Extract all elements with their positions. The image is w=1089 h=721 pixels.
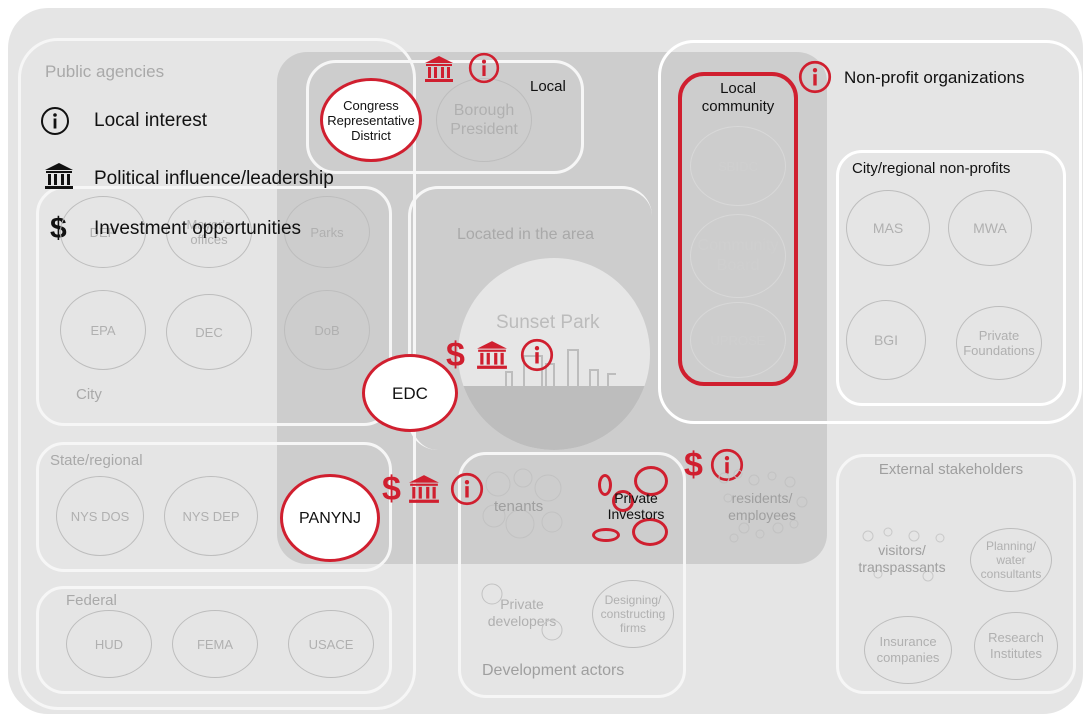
city-label: City bbox=[76, 386, 102, 403]
local-item-sbidc: SBIDC bbox=[690, 126, 786, 206]
city-item-dob: DoB bbox=[284, 290, 370, 370]
investor-oval bbox=[598, 474, 612, 496]
dollar-icon: $ bbox=[446, 336, 465, 374]
visitors-cluster bbox=[862, 527, 945, 582]
city-nonprofits-title: City/regional non-profits bbox=[852, 160, 1011, 177]
state-item-nys-dep: NYS DEP bbox=[164, 476, 258, 556]
sunset-park-circle bbox=[458, 258, 650, 450]
nonprofit-frame bbox=[658, 40, 1082, 424]
city-nonprofit-frame bbox=[836, 150, 1066, 406]
local-item-community-board: Community Board bbox=[690, 214, 786, 298]
nonprofit-item-private-foundations: Private Foundations bbox=[956, 306, 1042, 380]
private-developers: Private developers bbox=[487, 596, 557, 629]
city-item-epa: EPA bbox=[60, 290, 146, 370]
planning-consultants: Planning/ water consultants bbox=[970, 528, 1052, 592]
info-icon bbox=[41, 107, 69, 135]
public-agencies-title: Public agencies bbox=[45, 62, 165, 81]
developers-cluster bbox=[481, 583, 563, 641]
federal-label: Federal bbox=[66, 592, 117, 609]
edc: EDC bbox=[362, 354, 458, 432]
congress-district: Congress Representative District bbox=[320, 78, 422, 162]
local-community-label: Local community bbox=[701, 80, 775, 115]
nonprofit-item-bgi: BGI bbox=[846, 300, 926, 380]
nonprofit-item-mas: MAS bbox=[846, 190, 930, 266]
federal-frame bbox=[36, 586, 392, 694]
located-frame bbox=[408, 186, 652, 450]
investor-oval bbox=[634, 466, 668, 496]
skyline-icon bbox=[486, 349, 616, 389]
development-frame bbox=[458, 452, 686, 698]
nonprofit-title: Non-profit organizations bbox=[844, 68, 1025, 87]
bank-icon bbox=[409, 475, 439, 503]
legend-local-interest: Local interest bbox=[94, 110, 208, 131]
federal-item-hud: HUD bbox=[66, 610, 152, 678]
city-item-mayors-offices: Mayor's offices bbox=[166, 196, 252, 268]
city-frame bbox=[36, 186, 392, 426]
development-label: Development actors bbox=[482, 662, 625, 679]
panynj: PANYNJ bbox=[280, 474, 380, 562]
bank-icon bbox=[477, 341, 507, 369]
local-community-frame bbox=[678, 72, 798, 386]
research-institutes: Research Institutes bbox=[974, 612, 1058, 680]
residents-cluster bbox=[718, 469, 808, 543]
located-in-area-label: Located in the area bbox=[457, 226, 594, 243]
investor-oval bbox=[632, 518, 668, 546]
external-label: External stakeholders bbox=[878, 461, 1024, 478]
state-frame bbox=[36, 442, 392, 572]
info-icon bbox=[798, 60, 832, 94]
private-investors-label: Private Investors bbox=[607, 490, 665, 522]
insurance-companies: Insurance companies bbox=[864, 616, 952, 684]
dollar-icon: $ bbox=[382, 470, 401, 508]
info-icon bbox=[710, 448, 744, 482]
residents-label: residents/ employees bbox=[728, 490, 796, 523]
info-icon bbox=[450, 472, 484, 506]
investor-oval bbox=[592, 528, 620, 542]
info-icon bbox=[468, 52, 500, 84]
tenants-cluster bbox=[482, 468, 563, 539]
borough-president: Borough President bbox=[436, 78, 532, 162]
bank-icon bbox=[425, 56, 453, 82]
federal-item-usace: USACE bbox=[288, 610, 374, 678]
nonprofit-item-mwa: MWA bbox=[948, 190, 1032, 266]
legend-investment: Investment opportunities bbox=[94, 218, 302, 239]
dollar-icon: $ bbox=[684, 446, 703, 484]
bank-icon bbox=[45, 163, 73, 189]
federal-item-fema: FEMA bbox=[172, 610, 258, 678]
local-item-uprose: UPROSE bbox=[690, 302, 786, 378]
visitors-label: visitors/ transpassants bbox=[858, 542, 946, 575]
local-label: Local bbox=[530, 78, 566, 95]
city-item-parks: Parks bbox=[284, 196, 370, 268]
state-label: State/regional bbox=[50, 452, 143, 469]
sunset-park-label: Sunset Park bbox=[496, 312, 600, 333]
legend-political: Political influence/leadership bbox=[94, 168, 334, 189]
city-item-dep: DEP bbox=[60, 196, 146, 268]
tenants-label: tenants bbox=[494, 498, 544, 515]
state-item-nys-dos: NYS DOS bbox=[56, 476, 144, 556]
designing-firms: Designing/ constructing firms bbox=[592, 580, 674, 648]
external-frame bbox=[836, 454, 1076, 694]
info-icon bbox=[520, 338, 554, 372]
city-item-dec: DEC bbox=[166, 294, 252, 370]
investor-oval bbox=[612, 490, 634, 512]
